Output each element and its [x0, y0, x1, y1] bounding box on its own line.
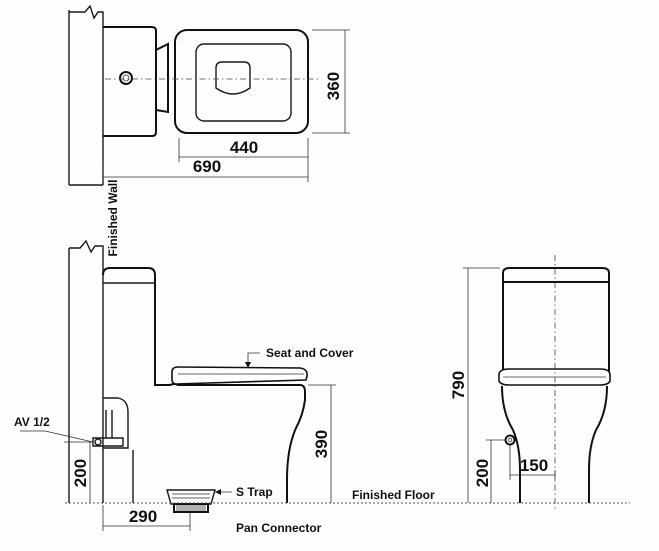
side-wall-break: [69, 239, 104, 254]
dim-200-front-text: 200: [473, 459, 492, 487]
top-bowl-opening: [215, 61, 251, 95]
dim-360-lines: [312, 29, 350, 134]
av-leader: [20, 430, 94, 443]
top-seat-hinge: [155, 42, 169, 114]
dim-150-lines: [509, 445, 556, 480]
dim-290-lines: [102, 505, 191, 531]
side-seat: [171, 366, 308, 385]
front-tank-body: [502, 282, 610, 373]
top-tank-outline: [103, 26, 157, 137]
side-valve-body: [103, 397, 129, 449]
dim-150-text: 150: [520, 456, 548, 475]
av-valve-label: AV 1/2: [14, 415, 50, 429]
flush-button-icon: [119, 71, 133, 85]
pan-connector-label: Pan Connector: [236, 521, 322, 535]
front-view: 790 200 150: [449, 255, 611, 510]
dim-360-text: 360: [324, 72, 343, 100]
front-bowl-right: [588, 385, 608, 503]
front-inlet-icon: [504, 434, 516, 446]
s-trap-label: S Trap: [236, 485, 273, 499]
top-seat-inner: [195, 43, 292, 122]
side-wall: [68, 248, 104, 503]
side-view: 390 200 290: [20, 239, 630, 531]
av-valve-icon: [92, 437, 124, 447]
dim-790-text: 790: [449, 371, 468, 399]
seat-and-cover-label: Seat and Cover: [266, 346, 354, 360]
seat-leader: [247, 352, 260, 368]
front-bowl-left: [501, 385, 521, 503]
dim-440-lines: [178, 138, 309, 162]
dim-790-lines: [463, 267, 500, 503]
front-tank-lid: [502, 267, 610, 283]
dim-200-side-lines: [64, 441, 93, 503]
dim-440-text: 440: [230, 138, 258, 157]
top-wall-break: [69, 4, 104, 25]
dim-200-side-text: 200: [71, 459, 90, 487]
dim-390-lines: [308, 384, 336, 503]
finished-wall-label: Finished Wall: [106, 180, 120, 257]
top-view: 360 440 690: [68, 4, 350, 186]
dim-290-text: 290: [129, 507, 157, 526]
side-toilet-outline: [102, 267, 306, 503]
dim-690-text: 690: [193, 157, 221, 176]
top-bowl-outline: [174, 29, 309, 134]
dim-390-text: 390: [312, 430, 331, 458]
dim-690-lines: [102, 162, 309, 182]
s-trap-connector-icon: [166, 489, 216, 505]
finished-floor-label: Finished Floor: [352, 488, 435, 502]
dim-200-front-lines: [486, 439, 505, 503]
